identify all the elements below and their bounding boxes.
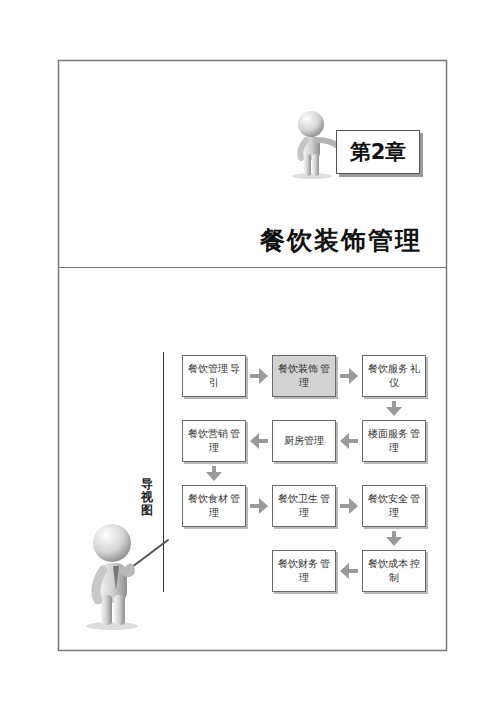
arrow-head [349, 498, 358, 514]
process-box: 餐饮营销 管理 [182, 420, 246, 462]
arrow-shaft [250, 504, 260, 508]
arrow-head [386, 407, 402, 416]
box-text: 餐饮成本 控制 [367, 557, 421, 586]
arrow-shaft [392, 401, 396, 408]
process-box: 厨房管理 [272, 420, 336, 462]
arrow-head [340, 563, 349, 579]
chapter-number: 第2章 [350, 138, 407, 166]
process-box: 餐饮成本 控制 [362, 550, 426, 592]
arrow-head [340, 433, 349, 449]
arrow-head [349, 368, 358, 384]
box-text: 餐饮财务 管理 [277, 557, 331, 586]
arrow-head [259, 368, 268, 384]
arrow-head [259, 498, 268, 514]
box-text: 厨房管理 [284, 434, 324, 449]
box-text: 餐饮食材 管理 [187, 492, 241, 521]
divider-line [58, 267, 446, 268]
flow-arrow [340, 498, 358, 514]
chapter-title: 餐饮装饰管理 [260, 224, 422, 257]
process-box: 餐饮装饰 管理 [272, 355, 336, 397]
arrow-head [386, 537, 402, 546]
box-text: 餐饮服务 礼仪 [367, 362, 421, 391]
process-box: 餐饮安全 管理 [362, 485, 426, 527]
process-box: 餐饮卫生 管理 [272, 485, 336, 527]
flow-arrow [250, 498, 268, 514]
vertical-label: 导视图 [141, 478, 153, 518]
box-text: 餐饮管理 导引 [187, 362, 241, 391]
flow-arrow [386, 401, 402, 416]
arrow-shaft [340, 504, 350, 508]
arrow-shaft [348, 439, 358, 443]
box-text: 餐饮营销 管理 [187, 427, 241, 456]
process-box: 餐饮食材 管理 [182, 485, 246, 527]
box-text: 楼面服务 管理 [367, 427, 421, 456]
flow-arrow [340, 368, 358, 384]
process-box: 餐饮管理 导引 [182, 355, 246, 397]
bracket-line [163, 352, 164, 592]
process-box: 楼面服务 管理 [362, 420, 426, 462]
flow-arrow [250, 368, 268, 384]
box-text: 餐饮卫生 管理 [277, 492, 331, 521]
process-box: 餐饮财务 管理 [272, 550, 336, 592]
arrow-shaft [250, 374, 260, 378]
flow-arrow [340, 433, 358, 449]
page-frame [59, 61, 447, 651]
arrow-head [250, 433, 259, 449]
flow-arrow [386, 531, 402, 546]
arrow-shaft [212, 466, 216, 473]
process-box: 餐饮服务 礼仪 [362, 355, 426, 397]
arrow-shaft [348, 569, 358, 573]
arrow-shaft [392, 531, 396, 538]
flow-arrow [250, 433, 268, 449]
arrow-shaft [340, 374, 350, 378]
flow-arrow [206, 466, 222, 481]
figure-pointer [86, 524, 168, 630]
figure-top [292, 111, 338, 179]
box-text: 餐饮安全 管理 [367, 492, 421, 521]
arrow-head [206, 472, 222, 481]
box-text: 餐饮装饰 管理 [277, 362, 331, 391]
arrow-shaft [258, 439, 268, 443]
flow-arrow [340, 563, 358, 579]
chapter-box: 第2章 [336, 130, 420, 174]
